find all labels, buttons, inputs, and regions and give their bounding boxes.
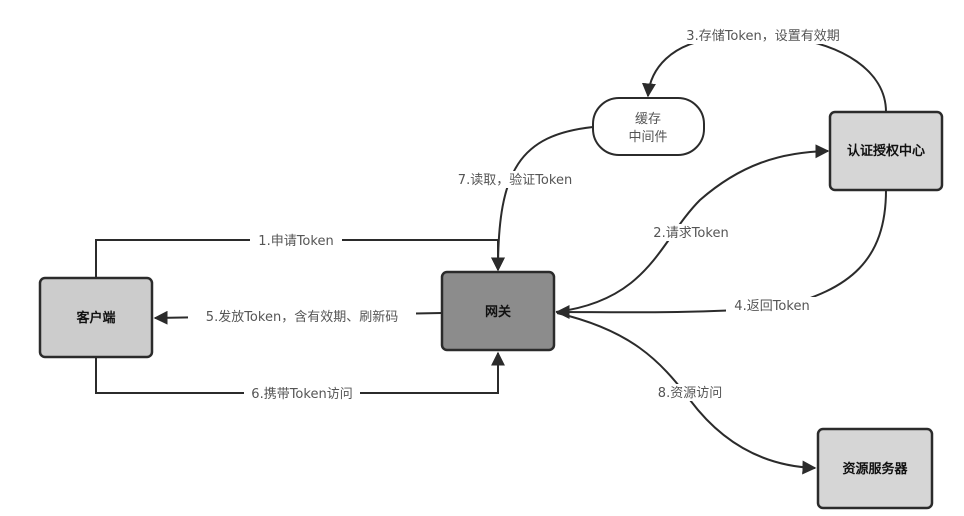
edge-7-read-verify-token: 7.读取，验证Token <box>452 126 594 272</box>
node-client-label: 客户端 <box>76 310 115 326</box>
edge-7-label: 7.读取，验证Token <box>458 172 572 188</box>
node-cache-label-line1: 缓存 <box>635 112 661 127</box>
node-resource-label: 资源服务器 <box>842 461 908 477</box>
edge-2-request-token: 2.请求Token <box>555 144 830 313</box>
edge-1-label: 1.申请Token <box>258 234 333 249</box>
edge-8-resource-access: 8.资源访问 <box>556 312 817 475</box>
node-gateway-label: 网关 <box>485 304 511 320</box>
edge-8-label: 8.资源访问 <box>658 386 722 401</box>
node-cache-middleware: 缓存 中间件 <box>592 97 705 156</box>
node-client: 客户端 <box>38 276 154 359</box>
node-gateway: 网关 <box>440 270 556 352</box>
edge-3-label: 3.存储Token，设置有效期 <box>686 29 839 44</box>
edge-5-issue-token: 5.发放Token，含有效期、刷新码 <box>153 307 443 325</box>
edge-4-label: 4.返回Token <box>734 299 809 314</box>
node-auth-center: 认证授权中心 <box>828 110 944 192</box>
node-auth-label: 认证授权中心 <box>847 143 925 159</box>
node-cache-label-line2: 中间件 <box>628 130 667 145</box>
edge-5-label: 5.发放Token，含有效期、刷新码 <box>206 309 398 325</box>
edge-6-label: 6.携带Token访问 <box>251 386 352 402</box>
edge-2-label: 2.请求Token <box>653 226 728 241</box>
edge-6-access-with-token: 6.携带Token访问 <box>95 351 505 402</box>
edge-3-store-token: 3.存储Token，设置有效期 <box>641 26 887 113</box>
edge-4-return-token: 4.返回Token <box>555 189 887 320</box>
edge-1-apply-token: 1.申请Token <box>95 232 505 278</box>
node-resource-server: 资源服务器 <box>816 427 934 510</box>
